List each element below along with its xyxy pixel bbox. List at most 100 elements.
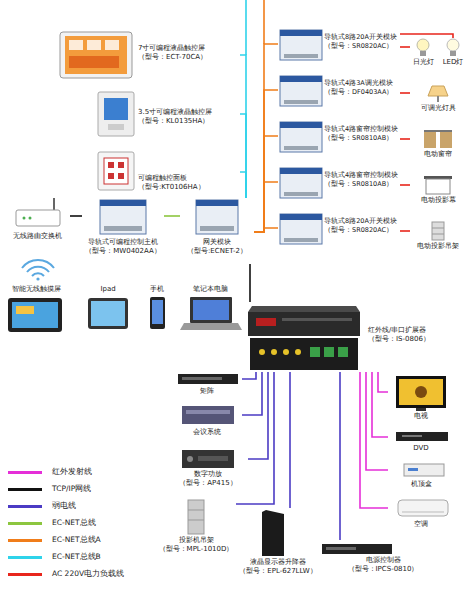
device-node: 会议系统 [172,404,242,444]
legend-entry: EC-NET总线A [8,534,101,546]
bus-line [242,372,256,379]
label-block: 笔记本电脑 [178,285,242,294]
device-name: 会议系统 [172,428,242,437]
device-node: 导轨式可编程控制主机（型号：MW0402AA） [82,198,164,264]
legend-text: 弱电线 [52,501,76,511]
bus-line [254,136,278,232]
device-name: 红外线/串口扩展器 [368,326,454,335]
conference-icon [182,406,234,424]
label-block: 7寸可编程液晶触控屏（型号：ECT-70CA） [138,44,238,62]
device-name: 数字功放 [168,470,248,479]
device-node: 电动投影吊架 [410,222,466,256]
legend-text: 红外发射线 [52,467,92,477]
bus-line [254,228,278,232]
device-node: 矩阵 [172,372,242,400]
settop-box-icon [404,464,444,476]
model-number: （型号：ECT-70CA） [138,53,238,62]
device-name: 电动投影吊架 [410,242,466,251]
legend-swatch [8,488,42,491]
label-block: 导轨式4路3A调光模块（型号：DF0403AA） [324,79,400,97]
device-name: 手机 [140,285,174,294]
device-node: 可调光灯具 [410,84,466,118]
device-name: LED灯 [440,58,466,67]
model-number: （型号：IPCS-0810） [318,565,448,574]
legend-entry: EC-NET总线B [8,551,101,563]
label-block: 可编程触控面板（型号:KT0106HA） [138,174,238,192]
label-block: 机顶盒 [388,480,454,489]
device-name: 可调光灯具 [410,104,466,113]
device-node: DVD [388,428,454,458]
device-name: 网关模块 [180,238,254,247]
bus-line [70,215,82,217]
device-node: 电源控制器（型号：IPCS-0810） [318,540,448,584]
device-node: 电动投影幕 [410,176,466,210]
laptop-icon [180,297,242,330]
label-block: 3.5寸可编程液晶触控屏（型号：KL0135HA） [138,108,238,126]
model-number: （型号：SR0820AC） [324,42,400,51]
gateway-icon [196,200,238,234]
projector-lift-icon [188,500,204,534]
label-block: 矩阵 [172,387,242,396]
ipad-icon [88,298,128,329]
legend-entry: 红外发射线 [8,466,92,478]
device-node: 导轨式8路20A开关模块（型号：SR0820AC） [278,30,400,66]
bus-line [400,138,410,140]
panel-icon [98,152,134,190]
bus-line [240,114,246,198]
model-number: （型号：AP415） [168,479,248,488]
model-number: （型号：SR0820AC） [324,226,400,235]
model-number: （型号:KT0106HA） [138,183,238,192]
device-node: Ipad [80,285,136,335]
device-node: 智能无线触摸屏 [2,285,70,335]
label-block: 日光灯 [410,58,436,67]
matrix-icon [178,374,238,384]
label-block: 电动窗帘 [410,150,466,159]
bus-stub [245,0,247,55]
lcd-lift-icon [262,510,284,556]
bus-line [289,372,291,508]
bus-line [242,372,262,415]
label-block: 可调光灯具 [410,104,466,113]
bus-line [249,264,251,302]
wifi-symbol [22,260,54,281]
device-name: 导轨式可编程控制主机 [82,238,164,247]
device-node: 导轨式4路窗帘控制模块（型号：SR0810AB） [278,168,400,204]
bus-line [339,372,341,540]
amplifier-icon [182,450,234,468]
label-block: 电动投影吊架 [410,242,466,251]
label-block: 液晶显示器升降器（型号：EPL-627LLW） [238,558,318,576]
device-node: 可编程触控面板（型号:KT0106HA） [90,150,240,194]
device-node: 数字功放（型号：AP415） [168,448,248,494]
device-name: 导轨式4路3A调光模块 [324,79,400,88]
device-name: 电动窗帘 [410,150,466,159]
label-block: 数字功放（型号：AP415） [168,470,248,488]
label-block: DVD [388,444,454,453]
device-node: 手机 [140,285,174,335]
model-number: （型号：KL0135HA） [138,117,238,126]
legend-text: EC-NET总线A [52,535,101,545]
device-name: 机顶盒 [388,480,454,489]
model-number: （型号：SR0810AB） [324,134,400,143]
screen-icon [424,176,452,194]
device-name: 导轨式4路窗帘控制模块 [324,125,400,134]
router-icon [16,198,60,226]
legend-swatch [8,471,42,474]
curtain-icon [424,130,452,148]
bus-line [240,172,246,198]
label-block: 导轨式8路20A开关模块（型号：SR0820AC） [324,217,400,235]
legend-entry: AC 220V电力负载线 [8,568,124,580]
label-block: 导轨式4路窗帘控制模块（型号：SR0810AB） [324,171,400,189]
bus-line [366,372,388,470]
bulb-icon [447,39,459,56]
phone-icon [150,297,165,329]
device-node: 导轨式4路窗帘控制模块（型号：SR0810AB） [278,122,400,158]
legend-swatch [8,573,42,576]
label-block: 空调 [388,520,454,529]
bus-line [400,230,410,232]
device-name: 日光灯 [410,58,436,67]
device-node: 导轨式4路3A调光模块（型号：DF0403AA） [278,76,400,112]
rail-module-icon [280,122,322,152]
legend-swatch [8,522,42,525]
